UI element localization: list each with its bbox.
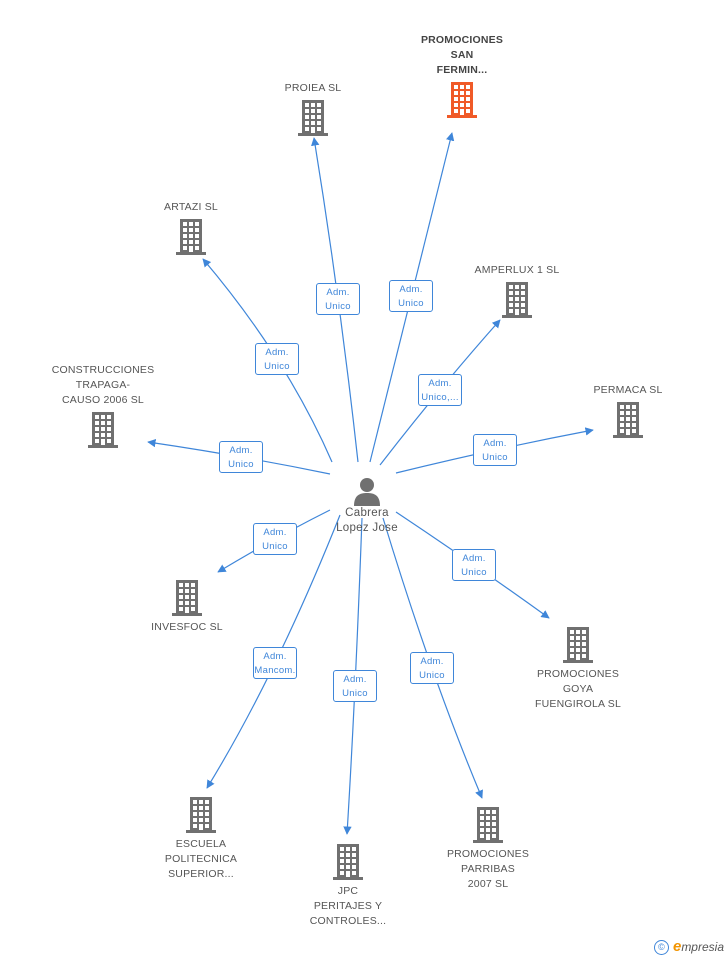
relation-badge[interactable]: Adm. Unico [255,343,299,375]
company-node-construcciones[interactable]: CONSTRUCCIONES TRAPAGA- CAUSO 2006 SL [38,363,168,448]
relation-type: Unico [398,298,424,309]
building-icon [298,100,328,136]
building-icon [563,627,593,663]
brand-initial: e [672,937,682,955]
company-label[interactable]: ARTAZI SL [164,201,218,213]
company-node-artazi[interactable]: ARTAZI SL [126,200,256,255]
company-node-invesfoc[interactable]: INVESFOC SL [122,580,252,635]
relation-type: Unico,... [421,392,459,403]
relation-badge[interactable]: Adm. Unico [473,434,517,466]
center-person[interactable]: Cabrera Lopez Jose [326,476,408,536]
relation-role: Adm. [343,674,367,685]
relation-role: Adm. [263,527,287,538]
building-icon [502,282,532,318]
relation-type: Unico [262,541,288,552]
person-icon [354,478,380,506]
relation-type: Mancom. [254,665,296,676]
company-label[interactable]: PROMOCIONES GOYA FUENGIROLA SL [534,668,622,710]
building-icon [613,402,643,438]
relation-role: Adm. [462,553,486,564]
relation-badge[interactable]: Adm. Unico [452,549,496,581]
relation-type: Unico [325,301,351,312]
copyright-icon: © [653,940,669,955]
company-label[interactable]: JPC PERITAJES Y CONTROLES... [309,885,387,927]
company-node-proiea[interactable]: PROIEA SL [248,81,378,136]
company-label[interactable]: AMPERLUX 1 SL [474,264,560,276]
company-node-promociones-san-fermin[interactable]: PROMOCIONES SAN FERMIN... [397,33,527,118]
building-icon [88,412,118,448]
company-label[interactable]: PROIEA SL [284,82,342,94]
company-node-amperlux[interactable]: AMPERLUX 1 SL [452,263,582,318]
relation-role: Adm. [428,378,452,389]
company-node-jpc[interactable]: JPC PERITAJES Y CONTROLES... [283,844,413,929]
relation-role: Adm. [265,347,289,358]
relation-role: Adm. [263,651,287,662]
building-icon [473,807,503,843]
footer-brand: ©empresia [653,937,724,955]
building-icon [186,797,216,833]
company-label[interactable]: INVESFOC SL [151,621,223,633]
relation-badge[interactable]: Adm. Unico [219,441,263,473]
company-node-escuela[interactable]: ESCUELA POLITECNICA SUPERIOR... [136,797,266,882]
company-label[interactable]: PROMOCIONES SAN FERMIN... [420,34,504,76]
company-node-parribas[interactable]: PROMOCIONES PARRIBAS 2007 SL [423,807,553,892]
company-label[interactable]: PROMOCIONES PARRIBAS 2007 SL [446,848,530,890]
building-icon [176,219,206,255]
relation-badge[interactable]: Adm. Mancom. [253,647,297,679]
relation-type: Unico [228,459,254,470]
relation-type: Unico [264,361,290,372]
company-node-goya[interactable]: PROMOCIONES GOYA FUENGIROLA SL [513,627,643,712]
company-label[interactable]: CONSTRUCCIONES TRAPAGA- CAUSO 2006 SL [51,364,155,406]
relation-role: Adm. [420,656,444,667]
company-label[interactable]: PERMACA SL [593,384,663,396]
brand-name: mpresia [681,939,724,954]
relation-role: Adm. [483,438,507,449]
relation-role: Adm. [229,445,253,456]
relation-type: Unico [419,670,445,681]
relation-role: Adm. [399,284,423,295]
relation-type: Unico [482,452,508,463]
relation-badge[interactable]: Adm. Unico [410,652,454,684]
relation-role: Adm. [326,287,350,298]
relation-type: Unico [342,688,368,699]
company-node-permaca[interactable]: PERMACA SL [563,383,693,438]
relation-badge[interactable]: Adm. Unico [253,523,297,555]
relation-badge[interactable]: Adm. Unico [316,283,360,315]
building-icon [447,82,477,118]
relation-badge[interactable]: Adm. Unico [389,280,433,312]
relation-type: Unico [461,567,487,578]
building-icon [333,844,363,880]
company-label[interactable]: ESCUELA POLITECNICA SUPERIOR... [164,838,238,880]
relation-badge[interactable]: Adm. Unico [333,670,377,702]
building-icon [172,580,202,616]
person-name: Cabrera Lopez Jose [336,507,398,534]
relation-badge[interactable]: Adm. Unico,... [418,374,462,406]
